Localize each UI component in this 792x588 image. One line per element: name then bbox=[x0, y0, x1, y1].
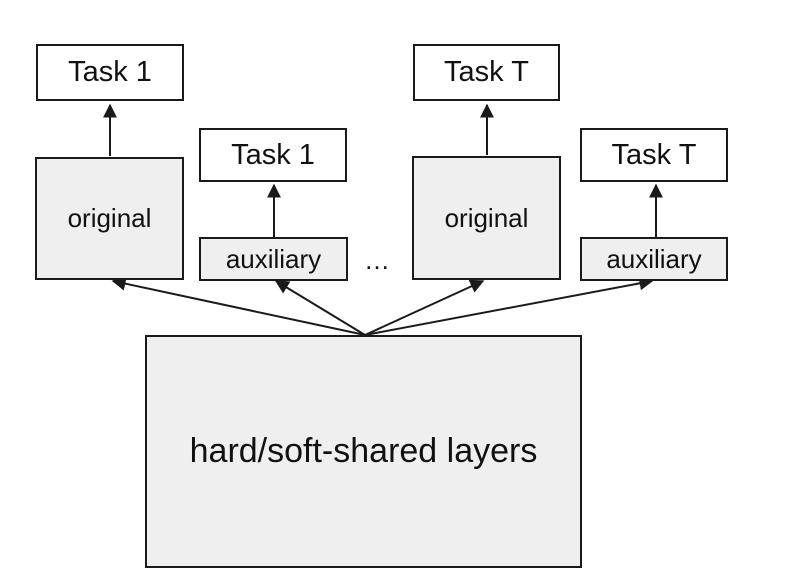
task-label: Task T bbox=[611, 138, 697, 171]
ellipsis: … bbox=[364, 245, 390, 275]
auxiliary-module-1: auxiliary bbox=[199, 237, 348, 281]
task-label: Task 1 bbox=[68, 56, 152, 88]
auxiliary-module-2: auxiliary bbox=[580, 237, 728, 281]
task-box-T-aux: Task T bbox=[580, 128, 728, 182]
arrow-shared-to-auxiliary2 bbox=[364, 276, 654, 336]
arrow-shared-to-original2 bbox=[364, 279, 485, 336]
original-label: original bbox=[67, 203, 152, 233]
task-box-T-top: Task T bbox=[413, 44, 560, 101]
original-module-2: original bbox=[412, 156, 561, 280]
task-label: Task 1 bbox=[231, 138, 315, 171]
shared-layers-box: hard/soft-shared layers bbox=[145, 335, 582, 568]
arrow-shared-to-original1 bbox=[111, 276, 366, 336]
auxiliary-label: auxiliary bbox=[606, 243, 702, 274]
shared-layers-label: hard/soft-shared layers bbox=[189, 432, 538, 470]
task-box-1-top: Task 1 bbox=[36, 44, 184, 101]
original-module-1: original bbox=[35, 157, 184, 280]
original-label: original bbox=[444, 202, 529, 233]
auxiliary-label: auxiliary bbox=[225, 243, 322, 274]
task-label: Task T bbox=[444, 56, 529, 88]
task-box-1-aux: Task 1 bbox=[199, 128, 347, 182]
arrow-shared-to-auxiliary1 bbox=[274, 280, 366, 336]
